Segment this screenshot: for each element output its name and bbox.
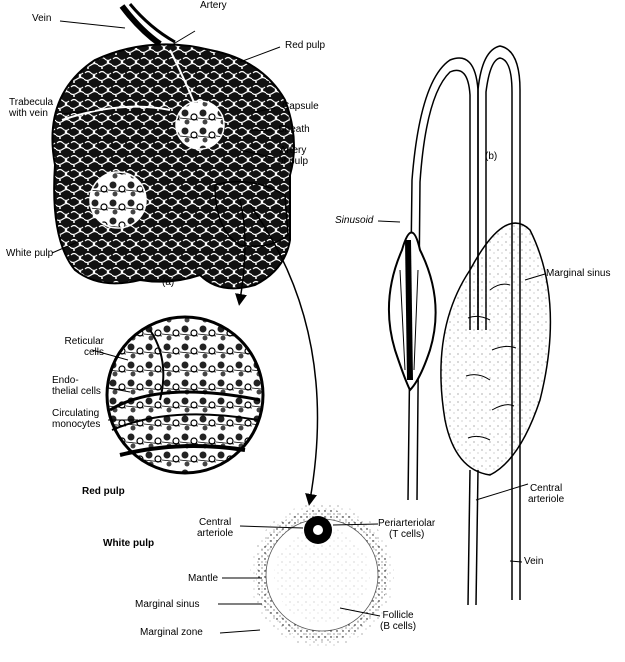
- label-endothelial-cells: Endo- thelial cells: [52, 375, 101, 397]
- label-central-arteriole-left-line2: arteriole: [197, 528, 233, 539]
- red-pulp-detail: [107, 317, 263, 473]
- label-central-arteriole-left-line1: Central: [197, 517, 233, 528]
- label-endothelial-line2: thelial cells: [52, 386, 101, 397]
- label-trabecula: Trabecula with vein: [9, 97, 53, 119]
- label-reticular-cells-line2: cells: [46, 347, 104, 358]
- label-endothelial-line1: Endo-: [52, 375, 101, 386]
- label-artery-of-pulp-line2: of pulp: [278, 156, 308, 167]
- label-artery-of-pulp: Artery of pulp: [278, 145, 308, 167]
- label-white-pulp-left: White pulp: [6, 248, 53, 259]
- label-red-pulp-top: Red pulp: [285, 40, 325, 51]
- spleen-lobule: [52, 4, 294, 288]
- label-artery-of-pulp-line1: Artery: [278, 145, 308, 156]
- label-follicle-line1: Follicle: [380, 610, 416, 621]
- label-periarteriolar-line2: (T cells): [378, 529, 435, 540]
- label-periarteriolar-line1: Periarteriolar: [378, 518, 435, 529]
- label-marginal-zone: Marginal zone: [140, 627, 203, 638]
- label-periarteriolar: Periarteriolar (T cells): [378, 518, 435, 540]
- label-capsule: Capsule: [282, 101, 319, 112]
- label-follicle-line2: (B cells): [380, 621, 416, 632]
- label-central-arteriole-right-line1: Central: [528, 483, 564, 494]
- label-marginal-sinus-right: Marginal sinus: [546, 268, 610, 279]
- label-reticular-cells: Reticular cells: [46, 336, 104, 358]
- label-central-arteriole-left: Central arteriole: [197, 517, 233, 539]
- label-vein-top: Vein: [32, 13, 51, 24]
- label-panel-b: (b): [485, 151, 497, 162]
- label-circulating-line2: monocytes: [52, 419, 100, 430]
- label-sinusoid: Sinusoid: [335, 215, 373, 226]
- label-trabecula-line1: Trabecula: [9, 97, 53, 108]
- label-panel-a: (a): [162, 277, 174, 288]
- label-central-arteriole-right-line2: arteriole: [528, 494, 564, 505]
- label-marginal-sinus-left: Marginal sinus: [135, 599, 199, 610]
- label-artery: Artery: [200, 0, 227, 11]
- label-circulating-monocytes: Circulating monocytes: [52, 408, 100, 430]
- label-mantle: Mantle: [188, 573, 218, 584]
- label-sheath: Sheath: [278, 124, 310, 135]
- heading-white-pulp: White pulp: [103, 538, 154, 549]
- label-reticular-cells-line1: Reticular: [46, 336, 104, 347]
- label-follicle: Follicle (B cells): [380, 610, 416, 632]
- label-circulating-line1: Circulating: [52, 408, 100, 419]
- label-central-arteriole-right: Central arteriole: [528, 483, 564, 505]
- heading-red-pulp: Red pulp: [82, 486, 125, 497]
- label-trabecula-line2: with vein: [9, 108, 53, 119]
- label-vein-right: Vein: [524, 556, 543, 567]
